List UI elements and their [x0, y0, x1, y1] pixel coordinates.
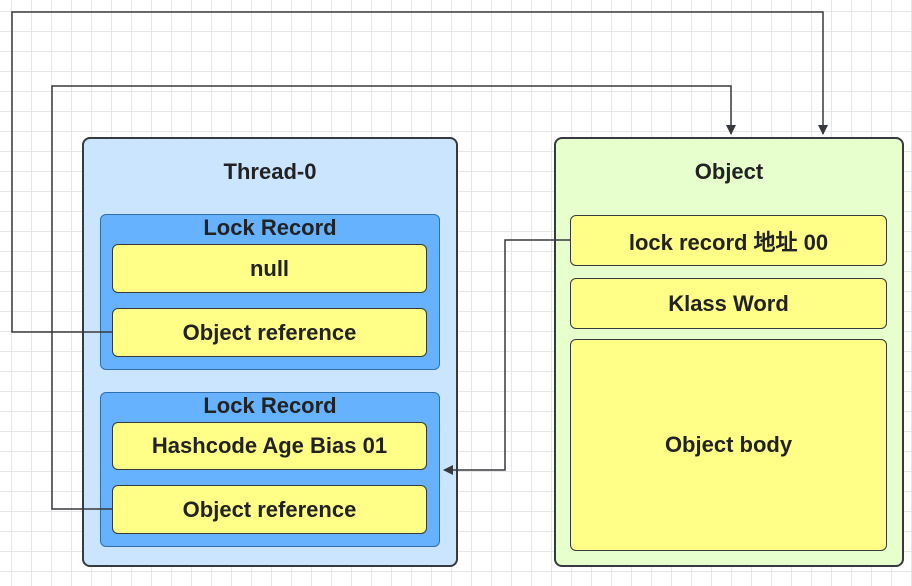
object-reference-1-link: [11, 11, 828, 333]
lock-record-2-object-reference: Object reference: [112, 485, 427, 534]
mark-word-cell: lock record 地址 00: [570, 215, 887, 266]
object-body-cell: Object body: [570, 339, 887, 551]
object-title: Object: [694, 159, 764, 184]
lock-record-1-object-reference: Object reference: [112, 308, 427, 357]
thread-title: Thread-0: [223, 159, 317, 184]
klass-word-cell: Klass Word: [570, 278, 887, 329]
object-reference-2-link: [51, 85, 736, 510]
lock-record-1-title: Lock Record: [203, 215, 337, 240]
lock-record-2-hashcode-cell: Hashcode Age Bias 01: [112, 422, 427, 470]
lock-record-1-null-cell: null: [112, 244, 427, 293]
mark-word-to-lock-record-link: [443, 239, 570, 475]
lock-record-2-title: Lock Record: [203, 393, 337, 418]
